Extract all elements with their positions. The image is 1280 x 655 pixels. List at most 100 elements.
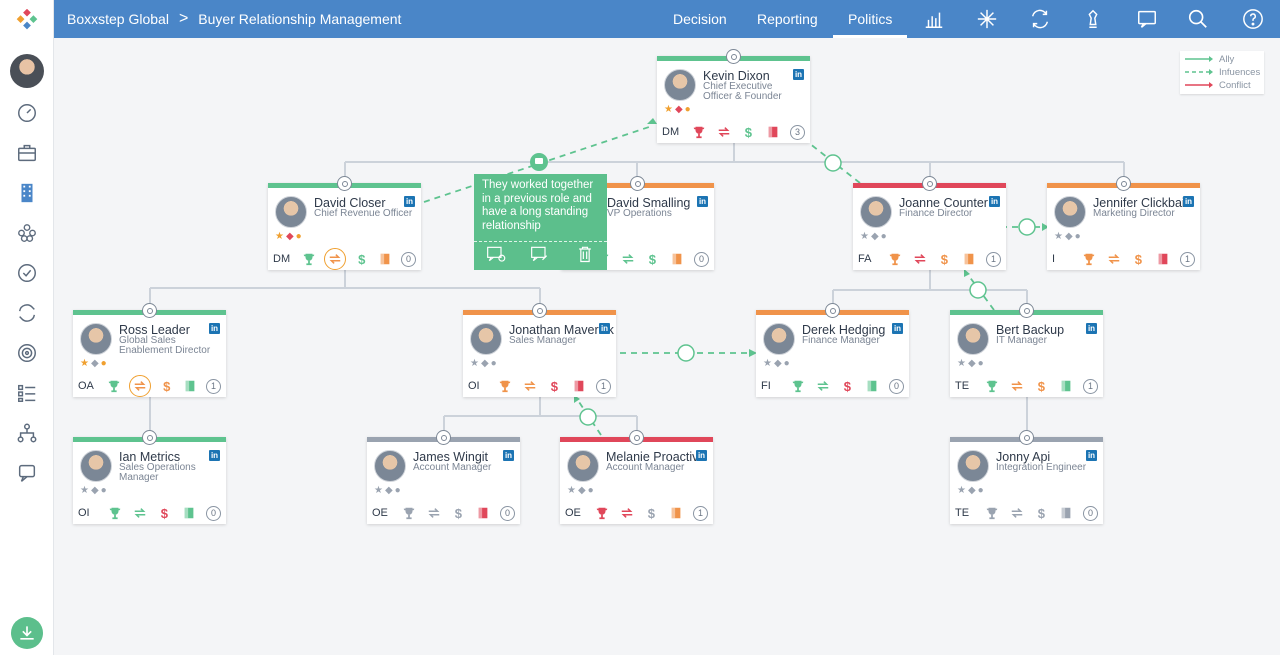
trophy-icon[interactable] (691, 124, 707, 140)
contact-card-jonny[interactable]: Jonny Api Integration Engineer in ★◆● TE… (950, 430, 1103, 524)
document-icon[interactable] (1058, 505, 1074, 521)
add-comment-icon[interactable] (486, 245, 506, 268)
document-icon[interactable] (765, 124, 781, 140)
document-icon[interactable] (475, 505, 491, 521)
document-icon[interactable] (864, 378, 880, 394)
trophy-icon[interactable] (106, 378, 122, 394)
comment-count[interactable]: 0 (1082, 505, 1098, 521)
comment-count[interactable]: 1 (595, 378, 611, 394)
trophy-icon[interactable] (301, 251, 317, 267)
swap-icon[interactable] (619, 505, 635, 521)
connector-anchor[interactable] (532, 303, 547, 318)
swap-icon[interactable] (324, 248, 347, 270)
document-icon[interactable] (961, 251, 977, 267)
linkedin-icon[interactable]: in (503, 450, 514, 461)
hierarchy-icon[interactable] (12, 418, 42, 448)
comment-count[interactable]: 0 (888, 378, 904, 394)
contact-card-joanne[interactable]: Joanne Counter Finance Director in ★◆● F… (853, 176, 1006, 270)
tab-reporting[interactable]: Reporting (757, 11, 818, 27)
linkedin-icon[interactable]: in (1086, 323, 1097, 334)
breadcrumb-page[interactable]: Buyer Relationship Management (198, 11, 402, 27)
contact-name[interactable]: Bert Backup (996, 323, 1065, 337)
connector-anchor[interactable] (1019, 303, 1034, 318)
document-icon[interactable] (377, 251, 393, 267)
delete-icon[interactable] (575, 245, 595, 268)
linkedin-icon[interactable]: in (1183, 196, 1194, 207)
comment-icon[interactable] (12, 458, 42, 488)
comment-count[interactable]: 0 (205, 505, 221, 521)
refresh-icon[interactable] (1029, 8, 1051, 30)
dollar-icon[interactable]: $ (648, 251, 656, 267)
avatar[interactable] (10, 54, 44, 88)
comment-count[interactable]: 1 (1179, 251, 1195, 267)
linkedin-icon[interactable]: in (696, 450, 707, 461)
sync-icon[interactable] (12, 298, 42, 328)
connector-anchor[interactable] (337, 176, 352, 191)
swap-icon[interactable] (1106, 251, 1122, 267)
contact-card-jennifer[interactable]: Jennifer Clickbait Marketing Director in… (1047, 176, 1200, 270)
comment-count[interactable]: 1 (205, 378, 221, 394)
trophy-icon[interactable] (790, 378, 806, 394)
swap-icon[interactable] (620, 251, 636, 267)
breadcrumb-company[interactable]: Boxxstep Global (67, 11, 169, 27)
swap-icon[interactable] (426, 505, 442, 521)
comment-count[interactable]: 0 (499, 505, 515, 521)
logo-icon[interactable] (12, 5, 42, 35)
comment-count[interactable]: 3 (789, 124, 805, 140)
contact-card-james[interactable]: James Wingit Account Manager in ★◆● OE $… (367, 430, 520, 524)
linkedin-icon[interactable]: in (892, 323, 903, 334)
document-icon[interactable] (668, 505, 684, 521)
linkedin-icon[interactable]: in (209, 323, 220, 334)
swap-icon[interactable] (1009, 505, 1025, 521)
tab-politics[interactable]: Politics (832, 0, 908, 38)
comment-count[interactable]: 1 (1082, 378, 1098, 394)
trophy-icon[interactable] (497, 378, 513, 394)
contact-name[interactable]: David Closer (314, 196, 386, 210)
comment-count[interactable]: 1 (692, 505, 708, 521)
comment-count[interactable]: 0 (693, 251, 709, 267)
trophy-icon[interactable] (984, 505, 1000, 521)
snowflake-icon[interactable] (976, 8, 998, 30)
swap-icon[interactable] (129, 375, 152, 397)
check-circle-icon[interactable] (12, 258, 42, 288)
swap-icon[interactable] (912, 251, 928, 267)
contact-name[interactable]: Jennifer Clickbait (1093, 196, 1189, 210)
document-icon[interactable] (1058, 378, 1074, 394)
edit-comment-icon[interactable] (530, 245, 550, 268)
contact-name[interactable]: Joanne Counter (899, 196, 988, 210)
tab-decision[interactable]: Decision (673, 11, 727, 27)
people-network-icon[interactable] (12, 218, 42, 248)
linkedin-icon[interactable]: in (1086, 450, 1097, 461)
document-icon[interactable] (181, 505, 197, 521)
chess-piece-icon[interactable] (1082, 8, 1104, 30)
contact-name[interactable]: James Wingit (413, 450, 489, 464)
download-button[interactable] (11, 617, 43, 649)
connector-anchor[interactable] (142, 303, 157, 318)
connector-anchor[interactable] (630, 176, 645, 191)
dollar-icon[interactable]: $ (1037, 505, 1045, 521)
dollar-icon[interactable]: $ (358, 251, 366, 267)
help-icon[interactable] (1242, 8, 1264, 30)
contact-name[interactable]: Jonny Api (996, 450, 1051, 464)
dollar-icon[interactable]: $ (647, 505, 655, 521)
contact-name[interactable]: Ian Metrics (119, 450, 181, 464)
contact-name[interactable]: Melanie Proactive (606, 450, 706, 464)
contact-name[interactable]: David Smalling (607, 196, 691, 210)
swap-icon[interactable] (815, 378, 831, 394)
speedometer-icon[interactable] (12, 98, 42, 128)
comment-count[interactable]: 1 (985, 251, 1001, 267)
connector-anchor[interactable] (436, 430, 451, 445)
target-icon[interactable] (12, 338, 42, 368)
contact-card-bert[interactable]: Bert Backup IT Manager in ★◆● TE $ 1 (950, 303, 1103, 397)
trophy-icon[interactable] (1081, 251, 1097, 267)
bar-chart-icon[interactable] (923, 8, 945, 30)
connector-anchor[interactable] (1019, 430, 1034, 445)
trophy-icon[interactable] (594, 505, 610, 521)
swap-icon[interactable] (132, 505, 148, 521)
contact-name[interactable]: Kevin Dixon (703, 69, 770, 83)
dollar-icon[interactable]: $ (550, 378, 558, 394)
dollar-icon[interactable]: $ (843, 378, 851, 394)
contact-card-melanie[interactable]: Melanie Proactive Account Manager in ★◆●… (560, 430, 713, 524)
contact-card-derek[interactable]: Derek Hedging Finance Manager in ★◆● FI … (756, 303, 909, 397)
trophy-icon[interactable] (107, 505, 123, 521)
